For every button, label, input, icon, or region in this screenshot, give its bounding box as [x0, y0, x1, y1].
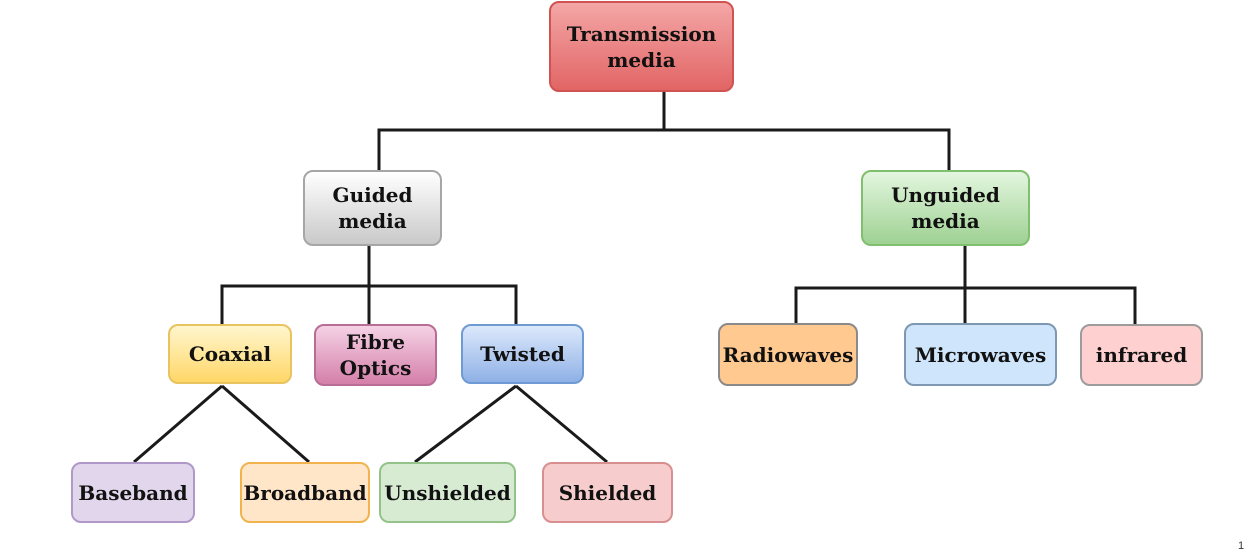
node-transmission-media: Transmission media: [549, 1, 734, 92]
connector-coaxial-children: [133, 384, 310, 464]
page-number: 1: [1238, 540, 1244, 552]
node-twisted: Twisted: [461, 324, 584, 384]
node-label: Radiowaves: [722, 342, 854, 367]
node-unguided-media: Unguided media: [861, 170, 1030, 246]
node-label: Unguided media: [891, 183, 1000, 233]
node-baseband: Baseband: [71, 462, 195, 523]
node-label: Unshielded: [384, 480, 511, 505]
node-label: Fibre Optics: [339, 330, 412, 380]
node-label: Broadband: [243, 480, 367, 505]
node-label: Guided media: [332, 183, 413, 233]
node-radiowaves: Radiowaves: [718, 323, 858, 386]
node-label: infrared: [1095, 343, 1188, 367]
connector-guided-children: [220, 246, 518, 324]
connector-unguided-children: [794, 246, 1137, 324]
connector-root-children: [377, 92, 951, 170]
node-guided-media: Guided media: [303, 170, 442, 246]
node-fibre-optics: Fibre Optics: [314, 324, 437, 386]
node-microwaves: Microwaves: [904, 323, 1057, 386]
node-infrared: infrared: [1080, 324, 1203, 386]
node-label: Coaxial: [188, 342, 272, 366]
node-label: Shielded: [558, 480, 657, 505]
node-label: Baseband: [78, 480, 188, 505]
node-label: Twisted: [480, 342, 565, 366]
node-label: Transmission media: [566, 21, 717, 72]
connector-twisted-children: [414, 384, 608, 464]
node-broadband: Broadband: [240, 462, 370, 523]
node-shielded: Shielded: [542, 462, 673, 523]
node-unshielded: Unshielded: [379, 462, 516, 523]
node-coaxial: Coaxial: [168, 324, 292, 384]
node-label: Microwaves: [914, 342, 1047, 367]
